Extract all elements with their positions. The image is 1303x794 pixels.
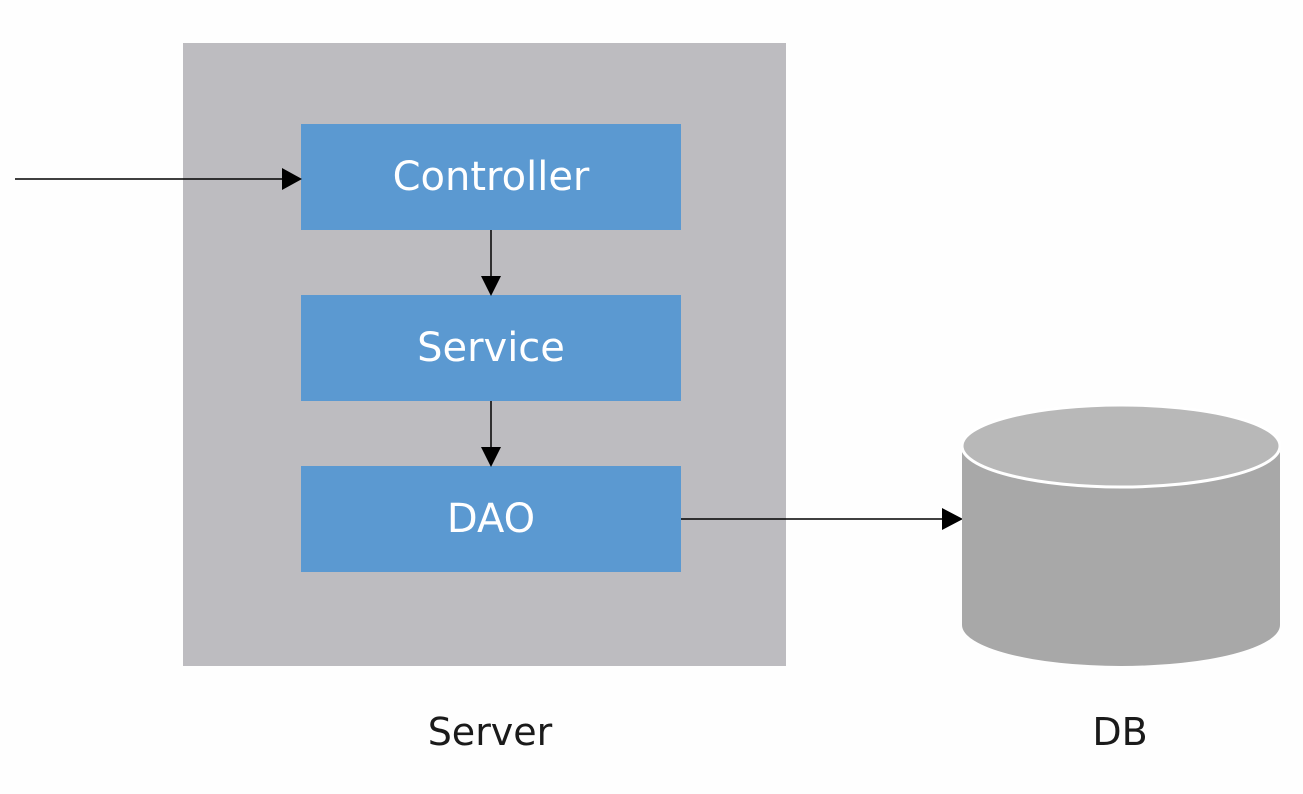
- dao-label: DAO: [446, 496, 536, 542]
- controller-label: Controller: [392, 154, 590, 200]
- service-label: Service: [417, 325, 565, 371]
- service-layer: Service: [301, 295, 681, 401]
- dao-layer: DAO: [301, 466, 681, 572]
- db-caption: DB: [1092, 710, 1148, 754]
- database-icon: [960, 403, 1282, 666]
- server-caption: Server: [427, 710, 553, 754]
- controller-layer: Controller: [301, 124, 681, 230]
